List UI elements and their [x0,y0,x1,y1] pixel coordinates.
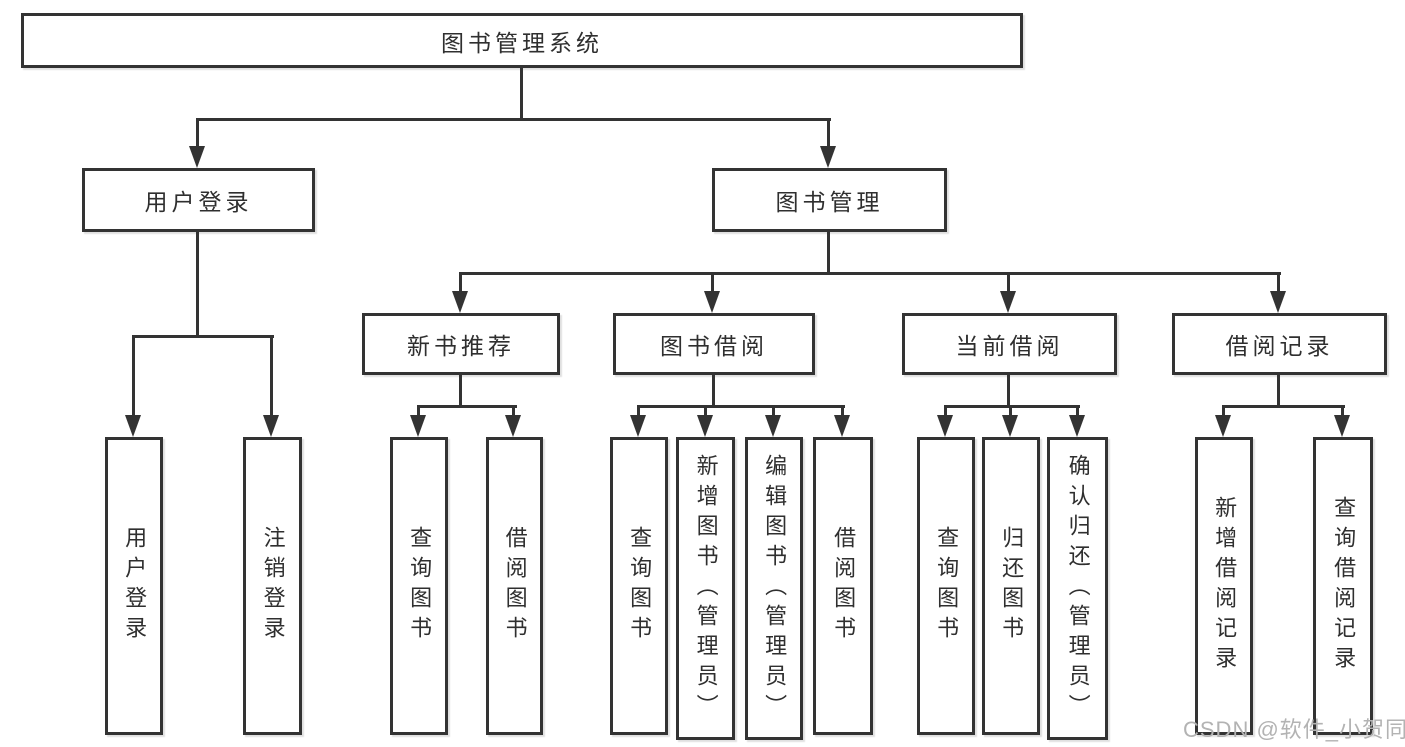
node-book-borrow: 图书借阅 [613,313,815,375]
node-label: 借阅图书 [502,526,528,646]
connector-line [520,68,523,121]
connector-line [637,405,845,408]
leaf-borrow-books-2: 借阅图书 [813,437,873,735]
connector-line [1277,375,1280,408]
node-label: 注销登录 [260,526,286,646]
node-user-login: 用户登录 [82,168,315,232]
connector-line [712,375,715,408]
arrow-down [505,405,521,437]
arrow-down [263,335,279,437]
node-label: 确认归还（管理员） [1065,453,1091,724]
arrow-down [1334,405,1350,437]
arrow-down [834,405,850,437]
arrow-down [1002,405,1018,437]
connector-line [459,272,1281,275]
watermark: CSDN @软件_小贺同学 [1183,717,1405,742]
node-label: 编辑图书（管理员） [762,453,788,724]
leaf-user-login: 用户登录 [105,437,163,735]
node-label: 图书管理系统 [441,29,603,56]
node-label: 归还图书 [999,526,1025,646]
node-root: 图书管理系统 [21,13,1023,68]
node-borrow-records: 借阅记录 [1172,313,1387,375]
connector-line [417,405,517,408]
arrow-down [1069,405,1085,437]
leaf-edit-books-admin: 编辑图书（管理员） [745,437,803,740]
leaf-borrow-books-1: 借阅图书 [486,437,543,735]
node-label: 查询图书 [407,526,433,646]
connector-line [944,405,1080,408]
leaf-add-books-admin: 新增图书（管理员） [676,437,735,740]
arrow-down [452,272,468,313]
connector-line [1222,405,1345,408]
node-label: 查询图书 [627,526,653,646]
arrow-down [765,405,781,437]
node-label: 图书借阅 [660,333,768,359]
node-label: 用户登录 [122,526,148,646]
leaf-add-borrow-record: 新增借阅记录 [1195,437,1253,735]
node-label: 借阅记录 [1225,333,1334,359]
arrow-down [189,118,205,168]
connector-line [132,335,274,338]
connector-line [196,232,199,338]
leaf-query-books-2: 查询图书 [610,437,668,735]
node-label: 新书推荐 [407,333,515,359]
leaf-confirm-return-admin: 确认归还（管理员） [1047,437,1108,740]
arrow-down [820,118,836,168]
arrow-down [697,405,713,437]
node-label: 借阅图书 [831,526,857,646]
node-label: 图书管理 [775,189,884,215]
node-label: 查询借阅记录 [1331,496,1357,676]
arrow-down [937,405,953,437]
node-label: 当前借阅 [955,333,1064,359]
arrow-down [1270,272,1286,313]
leaf-return-books: 归还图书 [982,437,1040,735]
arrow-down [1000,272,1016,313]
node-new-book-recommend: 新书推荐 [362,313,560,375]
connector-line [1007,375,1010,408]
leaf-query-books-1: 查询图书 [390,437,448,735]
node-label: 查询图书 [934,526,960,646]
arrow-down [630,405,646,437]
arrow-down [125,335,141,437]
leaf-logout: 注销登录 [243,437,302,735]
node-book-management: 图书管理 [712,168,947,232]
arrow-down [704,272,720,313]
leaf-query-borrow-record: 查询借阅记录 [1313,437,1373,735]
arrow-down [410,405,426,437]
arrow-down [1215,405,1231,437]
node-label: 新增图书（管理员） [693,453,719,724]
connector-line [197,118,831,121]
node-current-borrow: 当前借阅 [902,313,1117,375]
connector-line [827,232,830,275]
leaf-query-books-3: 查询图书 [917,437,975,735]
node-label: 新增借阅记录 [1212,496,1238,676]
connector-line [459,375,462,408]
node-label: 用户登录 [144,189,253,215]
